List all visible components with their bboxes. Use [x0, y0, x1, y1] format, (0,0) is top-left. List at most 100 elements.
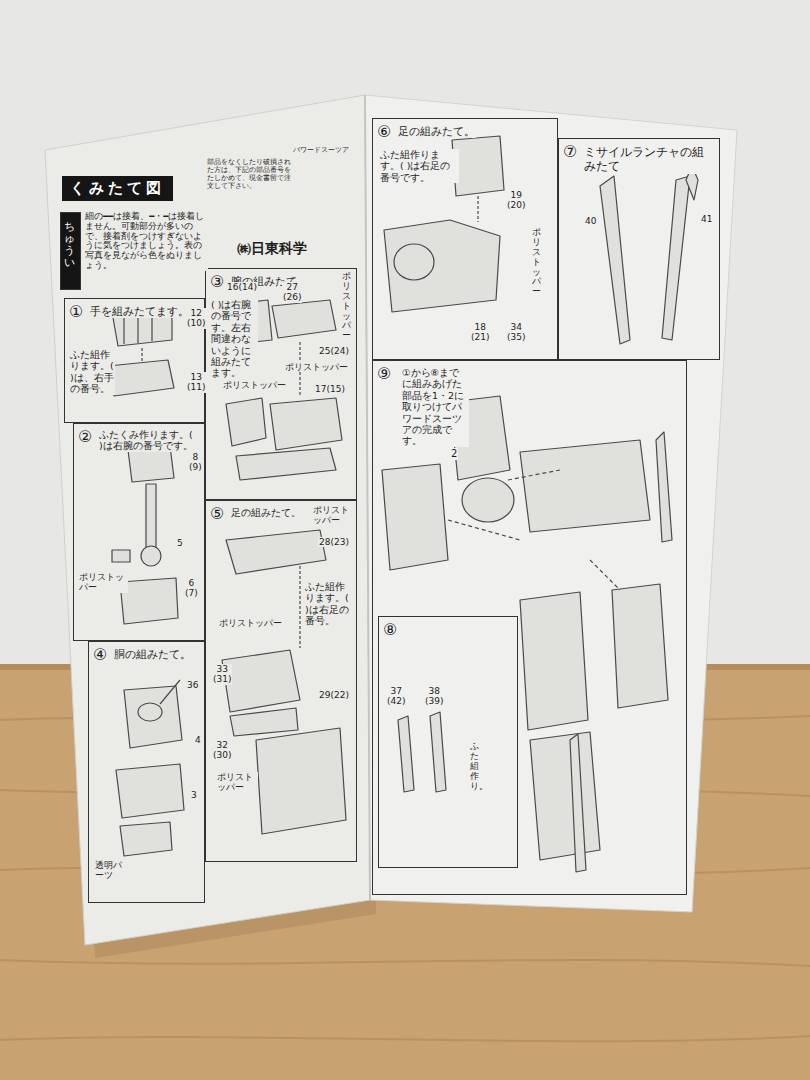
missile-part: [570, 734, 586, 872]
part-name: ポリストッパー: [222, 380, 287, 390]
callout-number: 5: [176, 538, 184, 548]
callout-number: 16(14): [226, 282, 258, 292]
paper-right-panel: [365, 95, 737, 912]
step-panel: ② ふたくみ作ります。( )は右腕の番号です。: [73, 423, 205, 641]
step-panel: ⑦ ミサイルランチャの組みたて: [558, 138, 720, 360]
leg-part: [530, 732, 600, 860]
part-name: ポリストッパー: [532, 228, 541, 297]
step-number: ⑥: [376, 122, 392, 141]
callout-number: 18 (21): [470, 322, 490, 343]
part-name: ポリストッパー: [312, 505, 354, 526]
leg-part: [230, 708, 298, 736]
arm-part: [382, 464, 448, 570]
callout-number: 28(23): [318, 537, 350, 547]
hand-part: [226, 398, 266, 446]
assembly-line: [477, 196, 478, 222]
callout-number: 36: [186, 680, 199, 690]
step-number: ⑦: [562, 142, 578, 161]
step-heading: ふたくみ作ります。( )は右腕の番号です。: [98, 429, 200, 452]
step-heading: 手を組みたてます。: [89, 305, 190, 318]
title-label: くみたて図: [62, 176, 173, 201]
step-heading: 足の組みたて。: [397, 125, 476, 138]
step-panel: ⑨ ①から⑧までに組みあげた部品を1・2に取りつけてパワードスーツアの完成です。 ⑧: [372, 360, 687, 895]
part-name: ふた組作り。: [470, 742, 479, 791]
part-name: 透明パーツ: [94, 860, 128, 881]
palm-part: [108, 360, 174, 396]
leg-part: [222, 650, 300, 712]
callout-number: 38 (39): [424, 686, 444, 707]
step-panel: ⑥ 足の組みたて。ふた組作ります。( )は右足の番号です。: [372, 118, 558, 360]
step-heading: ちゅうい: [64, 221, 75, 269]
part-name: ポリストッパー: [284, 362, 349, 372]
callout-number: 29(22): [318, 690, 350, 700]
step-number: ⑤: [209, 504, 225, 523]
leg-part: [256, 728, 346, 834]
step-note: ふた組作ります。( )は、右手の番号。: [69, 349, 115, 395]
part-name: ポリストッパー: [216, 772, 258, 793]
callout-number: 34 (35): [506, 322, 526, 343]
missile-part: [656, 432, 672, 542]
callout-number: 27 (26): [282, 282, 302, 303]
callout-number: 33 (31): [212, 664, 232, 685]
callout-number: 17(15): [314, 384, 346, 394]
step-number: ⑧: [382, 620, 398, 639]
launcher-part: [430, 712, 446, 792]
arm-part: [236, 448, 336, 480]
note-text: 部品をなくしたり破損された方は、下記の部品番号をたしかめて、現金書留で注文して下…: [206, 158, 292, 190]
assembly-line: [299, 566, 300, 648]
arm-part: [612, 584, 668, 708]
callout-number: 12 (10): [186, 308, 206, 329]
callout-number: 2: [450, 448, 458, 460]
callout-number: 40: [584, 216, 597, 226]
body-part: [520, 440, 650, 532]
callout-number: 8 (9): [188, 452, 203, 473]
step-panel: ⑧: [378, 616, 518, 868]
arm-rod: [146, 484, 156, 550]
joint-part: [141, 546, 161, 566]
foot-joint: [394, 244, 434, 280]
callout-number: 32 (30): [212, 740, 232, 761]
launcher-part: [662, 176, 690, 340]
step-heading: 足の組みたて。: [230, 507, 302, 519]
torso-part: [124, 686, 182, 748]
step-note: ( )は右腕の番号です。左右間違わないように組みたてます。: [210, 299, 258, 379]
step-number: ④: [92, 645, 108, 664]
leg-part: [226, 530, 326, 574]
callout-number: 4: [194, 735, 202, 745]
foot-part: [384, 220, 500, 312]
assembly-line: [160, 680, 180, 704]
arm-part: [270, 398, 342, 450]
paper-left-panel: [45, 95, 370, 945]
poly-stopper: [112, 550, 130, 562]
step-number: ②: [77, 427, 93, 446]
callout-number: 6 (7): [184, 578, 199, 599]
assembly-line: [448, 470, 620, 590]
callout-number: 19 (20): [506, 190, 526, 211]
launcher-part: [600, 176, 630, 344]
clear-part: [138, 703, 162, 721]
note-text: 細の━━は接着、━・━は接着しません。可動部分が多いので、接着剤をつけすぎないよ…: [84, 212, 208, 271]
parts-list-title: パワードスーツア: [292, 146, 350, 154]
step-note: ふた組作ります。( )は右足の番号。: [304, 581, 354, 627]
torso-part: [120, 822, 172, 856]
step-note: ふた組作ります。( )は右足の番号です。: [379, 149, 459, 183]
callout-number: 25(24): [318, 346, 350, 356]
step-heading: ①から⑧までに組みあげた部品を1・2に取りつけてパワードスーツアの完成です。: [401, 367, 469, 447]
company-name: ㈱日東科学: [236, 240, 308, 256]
forearm-part: [120, 578, 178, 624]
assembly-line: [141, 348, 142, 362]
leg-part: [452, 136, 504, 196]
arm-part: [272, 300, 336, 338]
head-part: [462, 478, 514, 522]
callout-number: 13 (11): [186, 372, 206, 393]
step-number: ⑨: [376, 364, 392, 383]
paper-fold: [365, 95, 370, 900]
part-name: ポリストッパー: [78, 572, 128, 593]
launcher-part: [398, 716, 414, 792]
step-heading: 胴の組みたて。: [113, 648, 192, 661]
callout-number: 37 (42): [386, 686, 406, 707]
step-panel: ①手を組みたてます。ふた組作ります。( )は、右手の番号。: [64, 298, 205, 423]
step-heading: ミサイルランチャの組みたて: [583, 145, 715, 174]
part-name: ポリストッパー: [218, 618, 283, 628]
